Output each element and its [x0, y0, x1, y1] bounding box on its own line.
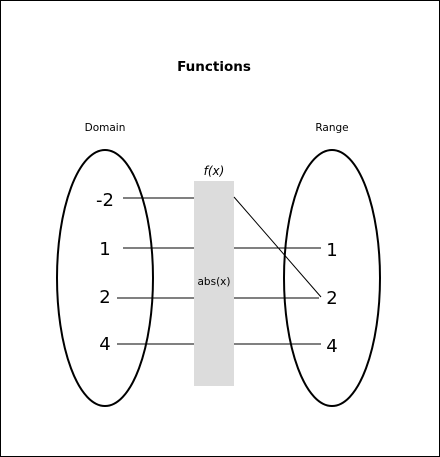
function-expression: abs(x) — [198, 276, 231, 288]
domain-value: -2 — [96, 190, 114, 211]
domain-value: 4 — [99, 334, 110, 355]
range-ellipse — [283, 149, 381, 407]
range-label: Range — [315, 122, 348, 134]
domain-ellipse — [56, 149, 154, 407]
diagram-title: Functions — [177, 59, 251, 75]
function-name: f(x) — [204, 164, 225, 178]
function-box — [194, 181, 234, 386]
domain-value: 1 — [99, 239, 110, 260]
domain-value: 2 — [99, 287, 110, 308]
range-value: 1 — [326, 240, 337, 261]
range-value: 2 — [326, 288, 337, 309]
mapping-arrow — [233, 196, 322, 298]
domain-label: Domain — [85, 122, 126, 134]
range-value: 4 — [326, 336, 337, 357]
